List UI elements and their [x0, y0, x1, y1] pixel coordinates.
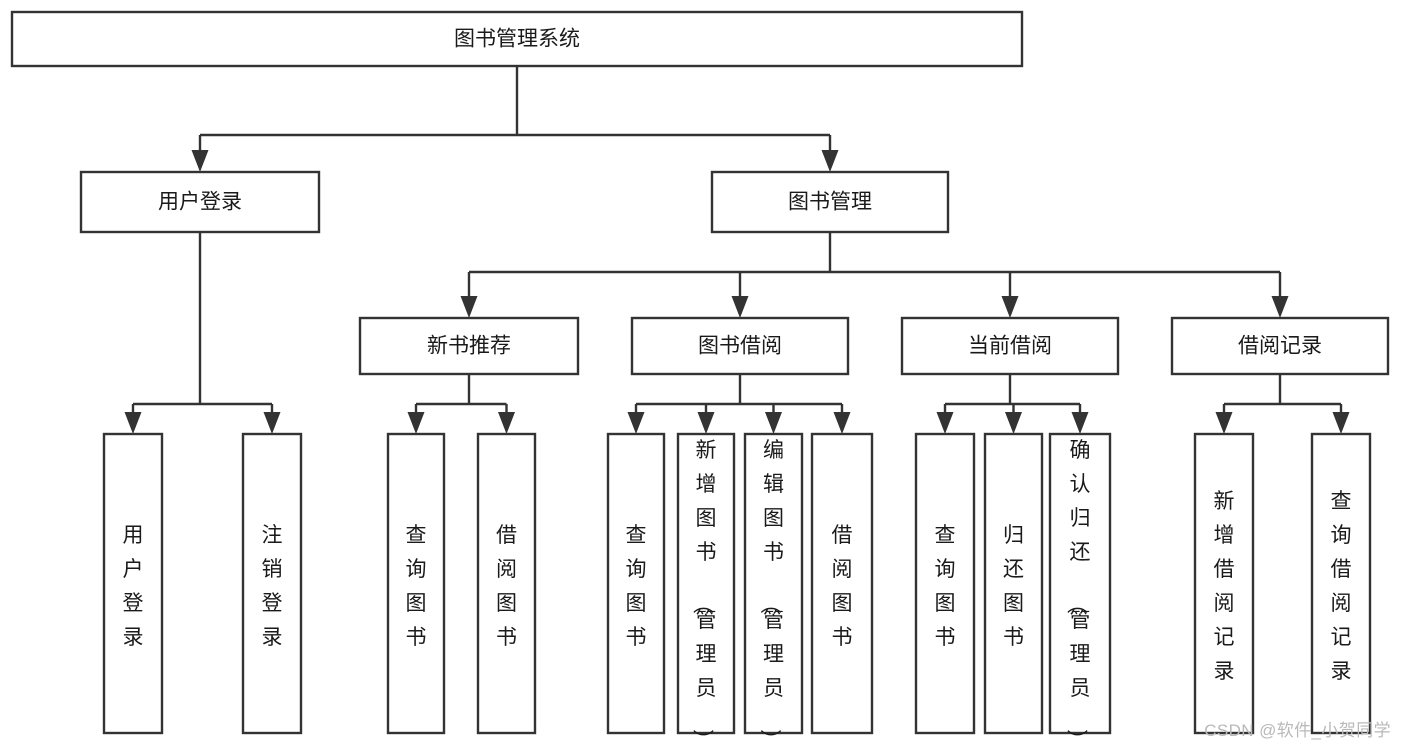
node-box-leaf-return-book[interactable] — [983, 432, 1044, 735]
node-label-leaf-query-book-1: 查询图书 — [406, 524, 427, 649]
node-label-leaf-query-record: 查询借阅记录 — [1331, 490, 1352, 683]
edge-group-new-book-rec — [407, 374, 515, 434]
node-label-new-book-rec: 新书推荐 — [427, 335, 511, 358]
node-borrow-record[interactable]: 借阅记录 — [1170, 316, 1390, 376]
node-box-book-manage[interactable] — [710, 170, 950, 234]
node-root[interactable]: 图书管理系统 — [10, 10, 1024, 68]
node-label-book-manage: 图书管理 — [788, 191, 872, 214]
node-label-leaf-logout: 注销登录 — [262, 524, 283, 649]
node-book-manage[interactable]: 图书管理 — [710, 170, 950, 234]
node-leaf-return-book[interactable]: 归还图书 — [983, 432, 1044, 735]
node-box-leaf-query-record[interactable] — [1310, 432, 1372, 735]
node-box-leaf-borrow-book-2[interactable] — [810, 432, 874, 735]
node-label-borrow-record: 借阅记录 — [1238, 335, 1322, 358]
node-leaf-user-login[interactable]: 用户登录 — [102, 432, 164, 735]
node-label-leaf-return-book: 归还图书 — [1003, 524, 1024, 649]
node-user-login[interactable]: 用户登录 — [79, 170, 321, 234]
edge-group-root — [191, 66, 839, 172]
edge-group-book-manage — [460, 232, 1289, 318]
node-leaf-query-book-1[interactable]: 查询图书 — [386, 432, 446, 735]
node-leaf-query-book-2[interactable]: 查询图书 — [606, 432, 666, 735]
node-label-leaf-borrow-book-1: 借阅图书 — [496, 524, 517, 649]
node-box-leaf-query-book-1[interactable] — [386, 432, 446, 735]
node-box-leaf-query-book-3[interactable] — [914, 432, 976, 735]
node-label-leaf-query-book-2: 查询图书 — [626, 524, 647, 649]
node-leaf-confirm-return[interactable]: 确认归还（管理员） — [1048, 432, 1112, 747]
node-leaf-query-book-3[interactable]: 查询图书 — [914, 432, 976, 735]
node-box-new-book-rec[interactable] — [358, 316, 580, 376]
connector-layer — [124, 66, 1350, 434]
node-book-borrow[interactable]: 图书借阅 — [630, 316, 850, 376]
node-label-leaf-edit-book: 编辑图书（管理员） — [758, 439, 784, 747]
node-leaf-borrow-book-1[interactable]: 借阅图书 — [476, 432, 537, 735]
node-leaf-borrow-book-2[interactable]: 借阅图书 — [810, 432, 874, 735]
edge-group-borrow-record — [1215, 374, 1350, 434]
node-label-user-login: 用户登录 — [158, 191, 242, 214]
node-label-root: 图书管理系统 — [454, 28, 580, 51]
node-label-leaf-add-record: 新增借阅记录 — [1214, 490, 1235, 683]
edge-group-book-borrow — [627, 374, 851, 434]
node-label-current-borrow: 当前借阅 — [968, 335, 1052, 358]
node-label-leaf-query-book-3: 查询图书 — [935, 524, 956, 649]
edge-group-user-login — [124, 232, 281, 434]
node-box-current-borrow[interactable] — [900, 316, 1120, 376]
node-label-leaf-confirm-return: 确认归还（管理员） — [1065, 439, 1091, 747]
node-box-leaf-query-book-2[interactable] — [606, 432, 666, 735]
node-label-leaf-user-login: 用户登录 — [123, 524, 144, 649]
edge-group-current-borrow — [936, 374, 1089, 434]
node-box-leaf-add-book[interactable] — [676, 432, 736, 735]
node-label-book-borrow: 图书借阅 — [698, 335, 782, 358]
node-leaf-logout[interactable]: 注销登录 — [241, 432, 303, 735]
node-layer: 图书管理系统用户登录图书管理新书推荐图书借阅当前借阅借阅记录用户登录注销登录查询… — [10, 10, 1390, 747]
node-box-user-login[interactable] — [79, 170, 321, 234]
node-box-leaf-edit-book[interactable] — [743, 432, 804, 735]
node-box-borrow-record[interactable] — [1170, 316, 1390, 376]
node-current-borrow[interactable]: 当前借阅 — [900, 316, 1120, 376]
node-leaf-add-book[interactable]: 新增图书（管理员） — [676, 432, 736, 747]
node-box-leaf-add-record[interactable] — [1193, 432, 1255, 735]
node-box-root[interactable] — [10, 10, 1024, 68]
node-leaf-query-record[interactable]: 查询借阅记录 — [1310, 432, 1372, 735]
node-box-leaf-borrow-book-1[interactable] — [476, 432, 537, 735]
node-leaf-edit-book[interactable]: 编辑图书（管理员） — [743, 432, 804, 747]
node-box-leaf-logout[interactable] — [241, 432, 303, 735]
node-label-leaf-add-book: 新增图书（管理员） — [691, 439, 717, 747]
node-box-leaf-confirm-return[interactable] — [1048, 432, 1112, 735]
node-box-leaf-user-login[interactable] — [102, 432, 164, 735]
node-leaf-add-record[interactable]: 新增借阅记录 — [1193, 432, 1255, 735]
node-label-leaf-borrow-book-2: 借阅图书 — [832, 524, 853, 649]
node-box-book-borrow[interactable] — [630, 316, 850, 376]
node-new-book-rec[interactable]: 新书推荐 — [358, 316, 580, 376]
